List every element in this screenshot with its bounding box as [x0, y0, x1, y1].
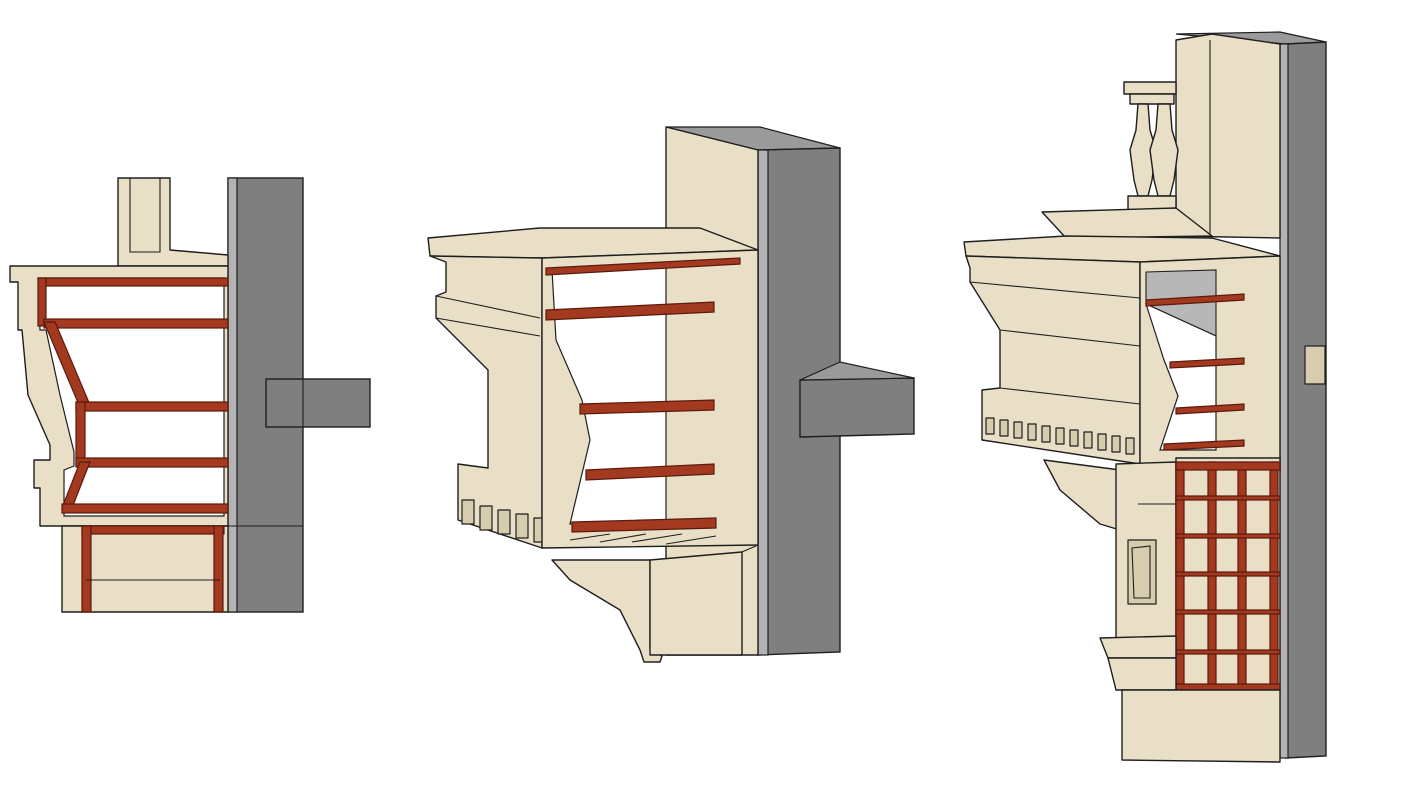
plinth-cap	[1099, 635, 1177, 659]
wall-face-strip	[1279, 43, 1289, 759]
rebar-1	[545, 257, 741, 276]
rebar-1	[1145, 293, 1245, 307]
bracket	[551, 559, 663, 663]
rebar-3	[579, 399, 715, 415]
rebar-middle	[75, 401, 229, 412]
balustrade	[1123, 81, 1179, 211]
bracket	[1043, 459, 1121, 531]
wall-anchor	[1304, 345, 1326, 385]
base-block	[1121, 689, 1281, 763]
section-view	[9, 177, 371, 613]
rebar-4	[1163, 439, 1245, 451]
cornice-front	[429, 255, 543, 549]
base-rebar-top	[81, 525, 225, 535]
base-block	[649, 551, 743, 656]
wall-face-strip	[227, 177, 238, 613]
rebar-2	[545, 301, 715, 321]
rebar-5	[571, 517, 717, 533]
plinth	[1107, 657, 1177, 691]
rebar-4	[585, 463, 715, 481]
rebar-upper	[43, 318, 229, 329]
base-rebar-right	[213, 525, 224, 613]
rebar-top	[39, 277, 229, 287]
reinforcement-cage	[1175, 457, 1281, 691]
base-rebar-left	[81, 525, 92, 613]
rebar-left	[37, 277, 47, 327]
cornice-cavity	[37, 277, 225, 517]
rebar-lower	[75, 457, 229, 468]
wall-face-strip	[757, 149, 769, 656]
anchor-beam	[265, 378, 371, 428]
cutaway-view	[427, 126, 915, 663]
cornice-cap	[1041, 207, 1213, 239]
rebar-3	[1175, 403, 1245, 415]
anchor-beam	[799, 377, 915, 438]
full-assembly-view	[963, 31, 1327, 763]
slab-ties	[569, 533, 717, 545]
rebar-bottom	[61, 503, 229, 514]
dentil-row	[985, 417, 1135, 455]
rebar-2	[1169, 357, 1245, 369]
upper-pier	[1175, 33, 1281, 239]
rebar-vertical	[75, 401, 86, 467]
interior-cavity	[1145, 302, 1217, 451]
parapet	[117, 177, 229, 267]
wall-face	[1285, 41, 1327, 759]
